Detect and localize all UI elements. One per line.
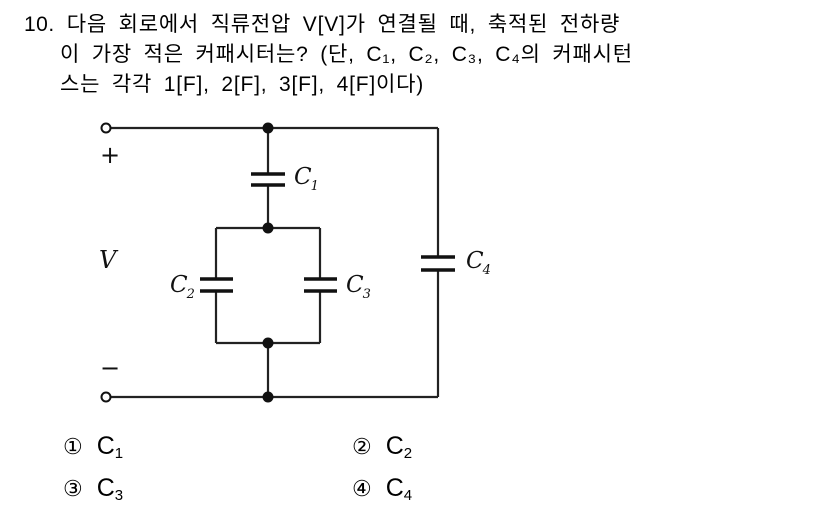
option-1: ① C1 <box>63 432 124 462</box>
circuit-wires <box>111 126 440 399</box>
option-3: ③ C3 <box>63 474 124 504</box>
option-2: ② C2 <box>352 432 413 462</box>
option-3-label: C3 <box>96 474 124 504</box>
capacitor-c1-label: C1 <box>294 164 319 194</box>
capacitor-c4-symbol <box>421 255 455 272</box>
minus-sign-label: − <box>100 354 121 382</box>
plus-sign-label: + <box>100 141 121 169</box>
capacitor-c3-label: C3 <box>346 272 371 302</box>
junction-dot <box>262 391 274 403</box>
option-4-number-icon: ④ <box>352 476 372 501</box>
option-3-number-icon: ③ <box>63 476 83 501</box>
question-text-line-3: 스는 각각 1[F], 2[F], 3[F], 4[F]이다) <box>60 73 425 96</box>
junction-dot <box>262 337 274 349</box>
question-text-line-2: 이 가장 적은 커패시터는? (단, C₁, C₂, C₃, C₄의 커패시턴 <box>60 43 633 66</box>
circuit-svg <box>100 122 455 403</box>
option-2-label: C2 <box>385 432 413 462</box>
capacitor-c4-label: C4 <box>466 248 491 278</box>
capacitor-c3-symbol <box>304 277 337 293</box>
option-4: ④ C4 <box>352 474 413 504</box>
question-number: 10. <box>24 13 55 36</box>
question-line: 10. 다음 회로에서 직류전압 V[V]가 연결될 때, 축적된 전하량 <box>24 12 620 38</box>
capacitor-c1-symbol <box>251 172 285 187</box>
voltage-source-label: V <box>99 246 117 274</box>
option-1-label: C1 <box>96 432 124 462</box>
capacitor-c2-label: C2 <box>170 272 195 302</box>
option-2-number-icon: ② <box>352 434 372 459</box>
terminal-negative <box>100 391 112 403</box>
terminal-positive <box>100 122 112 134</box>
terminals <box>100 122 112 403</box>
option-4-label: C4 <box>385 474 413 504</box>
question-text-line-1: 다음 회로에서 직류전압 V[V]가 연결될 때, 축적된 전하량 <box>66 13 621 36</box>
capacitor-c2-symbol <box>200 277 233 293</box>
junction-dot <box>262 122 274 134</box>
junction-dots <box>262 122 274 403</box>
option-1-number-icon: ① <box>63 434 83 459</box>
junction-dot <box>262 222 274 234</box>
